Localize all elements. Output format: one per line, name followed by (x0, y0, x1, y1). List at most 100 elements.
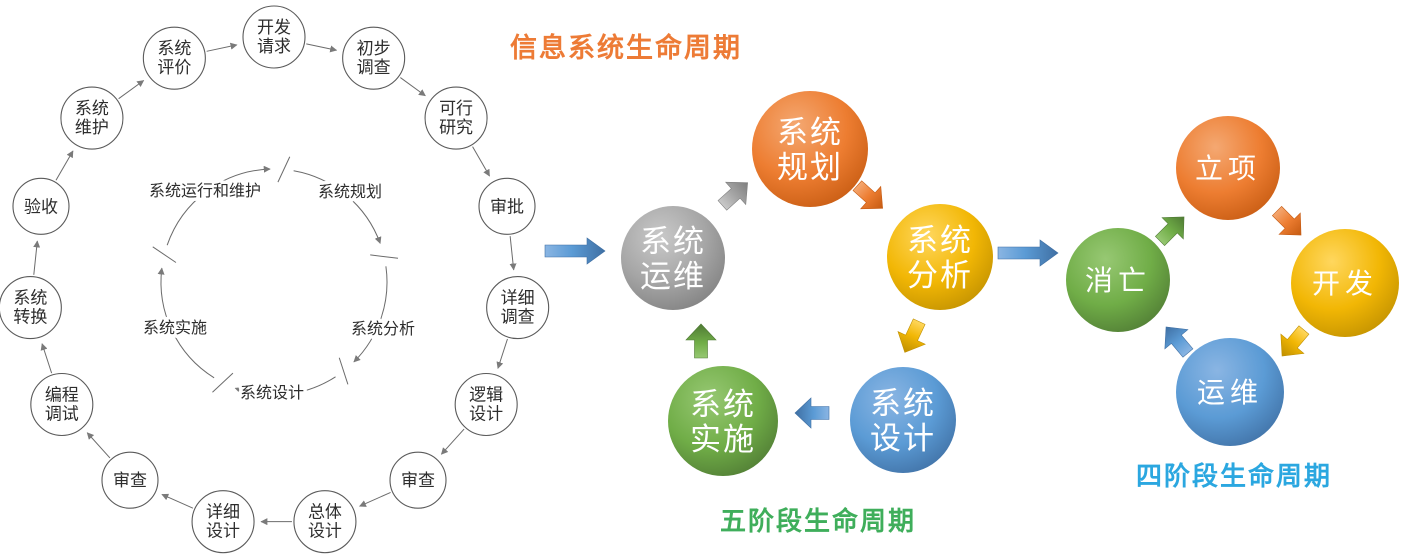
flow-arrow-approval-to-detailed-survey (509, 236, 517, 271)
four-stage-node-circle-extinction (1066, 228, 1170, 332)
four-stage-node-circle-initiation (1176, 116, 1280, 220)
stage-node-system-maintenance: 系统维护 (60, 86, 124, 150)
five-stage-node-circle-planning (752, 91, 868, 207)
stage-node-circle-system-evaluation (142, 26, 206, 90)
phase-arc-4 (166, 165, 271, 246)
stage-node-label-overall-design: 总体设计 (308, 503, 342, 542)
stage-node-circle-review-2 (101, 451, 159, 509)
stage-node-preliminary-survey: 初步调查 (342, 26, 406, 90)
phase-tick-0 (277, 156, 291, 183)
flow-arrow-system-maintenance-to-system-evaluation (118, 80, 145, 100)
four-stage-node-label-initiation: 立项 (1195, 152, 1261, 185)
phase-label-implementation: 系统实施 (143, 318, 207, 337)
five-stage-arrow-analysis-to-design (897, 318, 926, 353)
flow-arrow-system-conversion-to-acceptance (33, 240, 41, 275)
five-stage-label: 五阶段生命周期 (719, 507, 917, 537)
four-stage-node-circle-development (1291, 229, 1399, 337)
four-stage-node-label-extinction: 消亡 (1085, 264, 1151, 297)
five-stage-node-operations: 系统运维 (621, 206, 725, 310)
stage-node-approval: 审批 (478, 177, 536, 235)
five-stage-node-circle-implementation (668, 366, 778, 476)
flow-arrow-logic-design-to-review-1 (440, 428, 465, 455)
stage-node-circle-logic-design (454, 372, 518, 437)
stage-node-circle-dev-request (242, 5, 306, 69)
stage-node-review-1: 审查 (389, 451, 447, 509)
phase-tick-1 (370, 254, 399, 259)
phase-arc-3 (157, 267, 215, 379)
stage-node-circle-acceptance (12, 177, 70, 235)
stage-node-feasibility-study: 可行研究 (424, 86, 488, 150)
five-stage-arrow-design-to-implementation (794, 397, 830, 429)
five-stage-node-implementation: 系统实施 (668, 366, 778, 476)
five-stage-node-label-analysis: 系统分析 (907, 223, 973, 294)
five-stage-node-analysis: 系统分析 (887, 204, 993, 310)
flow-arrow-acceptance-to-system-maintenance (55, 150, 74, 181)
stage-node-logic-design: 逻辑设计 (454, 372, 518, 437)
phase-label-design: 系统设计 (240, 383, 304, 402)
four-stage-node-label-operations: 运维 (1197, 376, 1263, 409)
five-stage-arrow-implementation-to-operations (685, 323, 717, 359)
stage-node-label-review-2: 审查 (113, 471, 147, 491)
four-stage-node-operations: 运维 (1176, 338, 1284, 446)
stage-node-circle-feasibility-study (424, 86, 488, 150)
detailed-cycle-arrows (33, 42, 517, 526)
four-stage-arrow-extinction-to-initiation (1154, 216, 1185, 247)
stage-node-circle-preliminary-survey (342, 26, 406, 90)
connector-arrow-five-to-four-stage (997, 239, 1059, 267)
stage-node-overall-design: 总体设计 (293, 490, 357, 554)
flow-arrow-coding-debugging-to-system-conversion (40, 343, 53, 374)
stage-node-label-system-evaluation: 系统评价 (157, 39, 191, 78)
phase-arc-2 (234, 376, 336, 396)
stage-node-dev-request: 开发请求 (242, 5, 306, 69)
five-stage-node-planning: 系统规划 (752, 91, 868, 207)
stage-node-coding-debugging: 编程调试 (30, 372, 94, 437)
flow-arrow-system-evaluation-to-dev-request (206, 42, 238, 52)
detailed-cycle-diagram: 开发请求初步调查可行研究审批详细调查逻辑设计审查总体设计 详细设计 审查 编程调试 系统… (0, 5, 550, 554)
stage-node-label-system-maintenance: 系统维护 (75, 99, 109, 138)
phase-arc-0 (293, 170, 382, 245)
stage-node-label-system-conversion: 系统转换 (13, 289, 47, 328)
stage-node-circle-system-maintenance (60, 86, 124, 150)
phase-label-operation-maintenance: 系统运行和维护 (149, 181, 261, 200)
stage-node-system-conversion: 系统转换 (0, 276, 62, 340)
four-stage-node-circle-operations (1176, 338, 1284, 446)
stage-node-label-review-1: 审查 (401, 471, 435, 491)
stage-node-label-detailed-survey: 详细调查 (501, 289, 535, 328)
phase-arc-1 (353, 266, 388, 363)
four-stage-node-label-development: 开发 (1312, 267, 1378, 300)
stage-node-label-logic-design: 逻辑设计 (469, 386, 503, 425)
page-title: 信息系统生命周期 (510, 33, 742, 64)
phase-tick-4 (152, 246, 177, 263)
stage-node-circle-system-conversion (0, 276, 62, 340)
stage-node-system-evaluation: 系统评价 (142, 26, 206, 90)
stage-node-circle-overall-design (293, 490, 357, 554)
phase-tick-2 (338, 357, 349, 385)
four-stage-node-extinction: 消亡 (1066, 228, 1170, 332)
four-stage-arrow-operations-to-extinction (1164, 326, 1194, 358)
stage-node-circle-detailed-survey (486, 276, 550, 340)
stage-node-review-2: 审查 (101, 451, 159, 509)
five-stage-node-circle-analysis (887, 204, 993, 310)
four-stage-arrow-initiation-to-development (1271, 205, 1302, 236)
five-stage-node-design: 系统设计 (850, 367, 956, 473)
five-stage-node-label-planning: 系统规划 (777, 115, 843, 186)
stage-node-label-approval: 审批 (490, 197, 524, 217)
flow-arrow-detailed-design-to-review-2 (161, 493, 194, 509)
four-stage-arrow-development-to-operations (1280, 325, 1310, 357)
stage-node-label-coding-debugging: 编程调试 (45, 386, 79, 425)
stage-node-circle-review-1 (389, 451, 447, 509)
flow-arrow-review-2-to-coding-debugging (86, 432, 111, 459)
stage-node-circle-approval (478, 177, 536, 235)
phase-label-analysis: 系统分析 (351, 319, 415, 338)
five-stage-node-circle-operations (621, 206, 725, 310)
stage-node-detailed-survey: 详细调查 (486, 276, 550, 340)
flow-arrow-review-1-to-overall-design (359, 491, 391, 507)
stage-node-detailed-design: 详细设计 (191, 490, 255, 554)
four-stage-label: 四阶段生命周期 (1135, 462, 1333, 492)
four-stage-node-initiation: 立项 (1176, 116, 1280, 220)
